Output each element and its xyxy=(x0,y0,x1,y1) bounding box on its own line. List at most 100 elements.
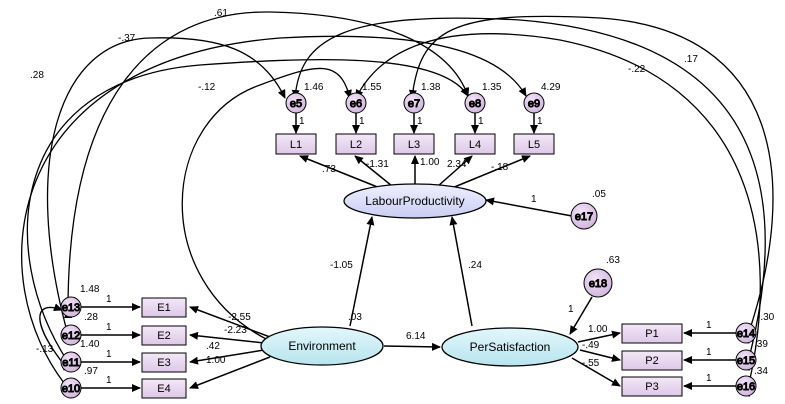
structural-arrow xyxy=(349,216,375,327)
loading-arrow xyxy=(189,331,265,344)
loading-label: 1.00 xyxy=(588,324,608,335)
loading-arrow xyxy=(299,155,381,189)
error-label: e9 xyxy=(528,98,540,110)
loading-arrow xyxy=(437,155,473,187)
variance-label: 1.40 xyxy=(80,339,100,350)
error-label: e7 xyxy=(408,98,420,110)
error-label: e10 xyxy=(62,383,80,395)
covariance-label: -.12 xyxy=(198,82,216,93)
observed-L-row: L1 L2 L3 L4 L5 xyxy=(275,133,555,155)
error-label: e13 xyxy=(62,302,80,314)
latent-label: Environment xyxy=(288,339,356,353)
observed-label: L2 xyxy=(350,139,362,151)
loading-arrow xyxy=(579,349,621,362)
error-label: e16 xyxy=(737,381,755,393)
covariance-label: .61 xyxy=(214,8,228,19)
variance-label: .05 xyxy=(592,189,606,200)
covariance-arc xyxy=(355,33,761,397)
loading-arrow xyxy=(189,306,271,338)
error-circle xyxy=(403,92,425,114)
observed-box xyxy=(621,323,683,344)
fixed-weight: 1 xyxy=(537,116,543,127)
covariance-label: -.22 xyxy=(628,64,646,75)
covariance-arc xyxy=(408,15,774,344)
latent-persat xyxy=(441,327,579,367)
variance-label: .63 xyxy=(606,255,620,266)
structural-label: .24 xyxy=(468,260,482,271)
variance-label: 4.29 xyxy=(541,82,561,93)
observed-label: E2 xyxy=(157,330,170,342)
variance-label: .39 xyxy=(754,339,768,350)
covariance-arc xyxy=(39,303,71,371)
covariance-label: -.30 xyxy=(757,312,775,323)
variance-label: .34 xyxy=(754,366,768,377)
covariance-arc xyxy=(26,58,469,371)
fixed-weight: 1 xyxy=(359,116,365,127)
structural-arrow xyxy=(383,342,441,351)
variance-label: .03 xyxy=(348,312,362,323)
error-circle xyxy=(464,92,486,114)
error-circle xyxy=(735,375,757,397)
observed-box xyxy=(141,297,187,318)
path-arrows xyxy=(81,113,736,392)
variance-label: 1.48 xyxy=(80,284,100,295)
fixed-weight: 1 xyxy=(706,320,712,331)
loading-arrow xyxy=(189,349,265,365)
latent-label: PerSatisfaction xyxy=(470,340,551,354)
covariance-label: -.13 xyxy=(36,344,54,355)
error-label: e12 xyxy=(62,330,80,342)
covariance-label: -.37 xyxy=(118,33,136,44)
observed-box xyxy=(141,325,187,346)
observed-label: L4 xyxy=(469,139,481,151)
variance-label: .28 xyxy=(84,312,98,323)
loading-label: -.55 xyxy=(582,358,600,369)
structural-label: -1.05 xyxy=(330,260,353,271)
covariance-arc xyxy=(291,17,766,371)
covariance-arc xyxy=(63,11,470,319)
observed-box xyxy=(275,133,317,155)
fixed-weight: 1 xyxy=(478,116,484,127)
loading-label: -1.31 xyxy=(366,159,389,170)
observed-label: P2 xyxy=(645,355,658,367)
covariance-arc xyxy=(181,67,352,348)
error-circle xyxy=(60,324,82,346)
observed-box xyxy=(621,350,683,371)
error-circle xyxy=(523,92,545,114)
error-circle xyxy=(735,322,757,344)
observed-box xyxy=(621,376,683,397)
fixed-weight: 1 xyxy=(706,347,712,358)
loading-label: .42 xyxy=(206,341,220,352)
variance-label: 1.55 xyxy=(362,82,382,93)
variance-label: .97 xyxy=(84,366,98,377)
observed-label: L5 xyxy=(528,139,540,151)
error-label: e8 xyxy=(469,98,481,110)
error-label: e18 xyxy=(589,278,607,290)
covariance-arcs xyxy=(21,11,774,397)
loading-label: -2.23 xyxy=(224,325,247,336)
fixed-weight: 1 xyxy=(417,116,423,127)
loading-label: 2.34 xyxy=(447,159,467,170)
observed-P-column: P1 P2 P3 xyxy=(621,323,683,397)
variance-label: 1.46 xyxy=(304,82,324,93)
observed-label: E1 xyxy=(157,302,170,314)
fixed-weight: 1 xyxy=(106,294,112,305)
observed-label: P1 xyxy=(645,328,658,340)
loading-label: 1.00 xyxy=(206,355,226,366)
observed-box xyxy=(513,133,555,155)
error-nodes: e5 e6 e7 e8 e9 e13 e12 e11 e10 e14 e15 e… xyxy=(60,92,757,399)
error-arrow xyxy=(485,197,573,217)
observed-box xyxy=(335,133,377,155)
fixed-weight: 1 xyxy=(706,373,712,384)
loading-arrow xyxy=(451,155,531,189)
loading-arrow xyxy=(354,155,393,187)
error-label: e6 xyxy=(350,98,362,110)
error-circle xyxy=(285,92,307,114)
loading-label: .73 xyxy=(322,164,336,175)
observed-box xyxy=(454,133,496,155)
fixed-weight: 1 xyxy=(531,194,537,205)
error-circle xyxy=(735,349,757,371)
error-label: e15 xyxy=(737,355,755,367)
error-circle xyxy=(345,92,367,114)
fixed-weight: 1 xyxy=(568,304,574,315)
loading-label: 1.00 xyxy=(420,157,440,168)
